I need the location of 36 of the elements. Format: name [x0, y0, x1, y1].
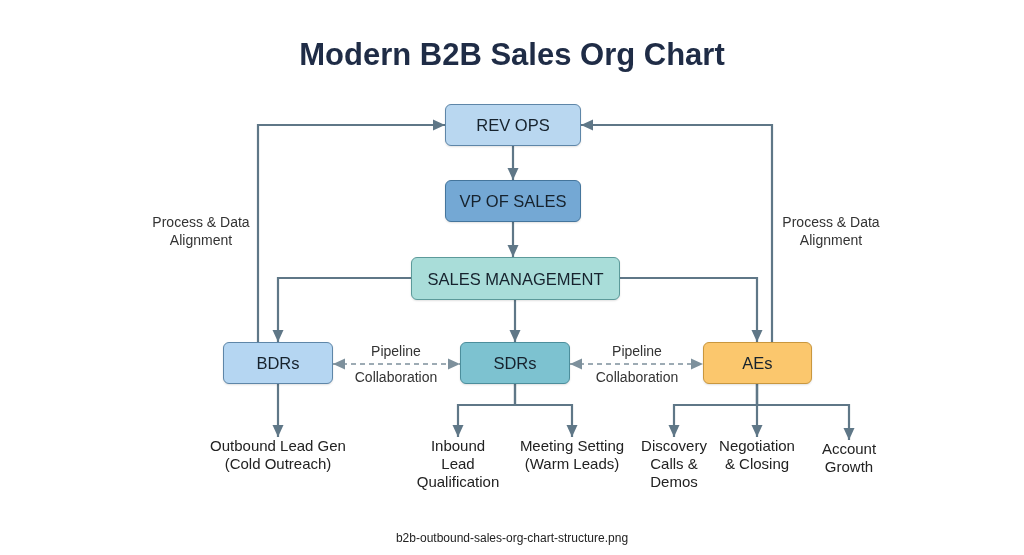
task-text: Outbound Lead Gen (Cold Outreach): [209, 437, 347, 473]
role-box: [411, 257, 620, 300]
task-text: Negotiation & Closing: [718, 437, 796, 473]
arrow: [272, 384, 284, 437]
role-box: [445, 180, 581, 222]
dashed-double-arrow: [332, 358, 461, 370]
edge-label: Process & Data Alignment: [151, 213, 251, 249]
edge-label: Process & Data Alignment: [781, 213, 881, 249]
role-box: [445, 104, 581, 146]
arrow: [507, 146, 519, 180]
arrow: [509, 300, 521, 342]
arrow: [581, 119, 774, 342]
arrow: [507, 222, 519, 257]
role-label: REV OPS: [476, 115, 550, 135]
arrow: [513, 384, 578, 437]
task-text: Account Growth: [820, 440, 878, 476]
task-text: Discovery Calls & Demos: [640, 437, 708, 491]
file-name-caption: b2b-outbound-sales-org-chart-structure.png: [394, 530, 630, 546]
chart-title: Modern B2B Sales Org Chart: [298, 36, 726, 74]
role-label: BDRs: [256, 353, 300, 373]
arrow: [272, 276, 411, 342]
task-text: Inbound Lead Qualification: [415, 437, 501, 491]
role-label: AEs: [742, 353, 773, 373]
task-text: Meeting Setting (Warm Leads): [518, 437, 626, 473]
edge-label: Pipeline Collaboration: [594, 342, 680, 387]
arrow: [620, 276, 763, 342]
role-box: [460, 342, 570, 384]
role-box: [703, 342, 812, 384]
role-label: SDRs: [493, 353, 537, 373]
edge-label: Pipeline Collaboration: [353, 342, 439, 387]
role-label: VP OF SALES: [459, 191, 567, 211]
role-label: SALES MANAGEMENT: [427, 268, 604, 289]
dashed-double-arrow: [569, 358, 704, 370]
role-box: [223, 342, 333, 384]
arrow: [256, 119, 445, 342]
arrow: [755, 384, 855, 440]
